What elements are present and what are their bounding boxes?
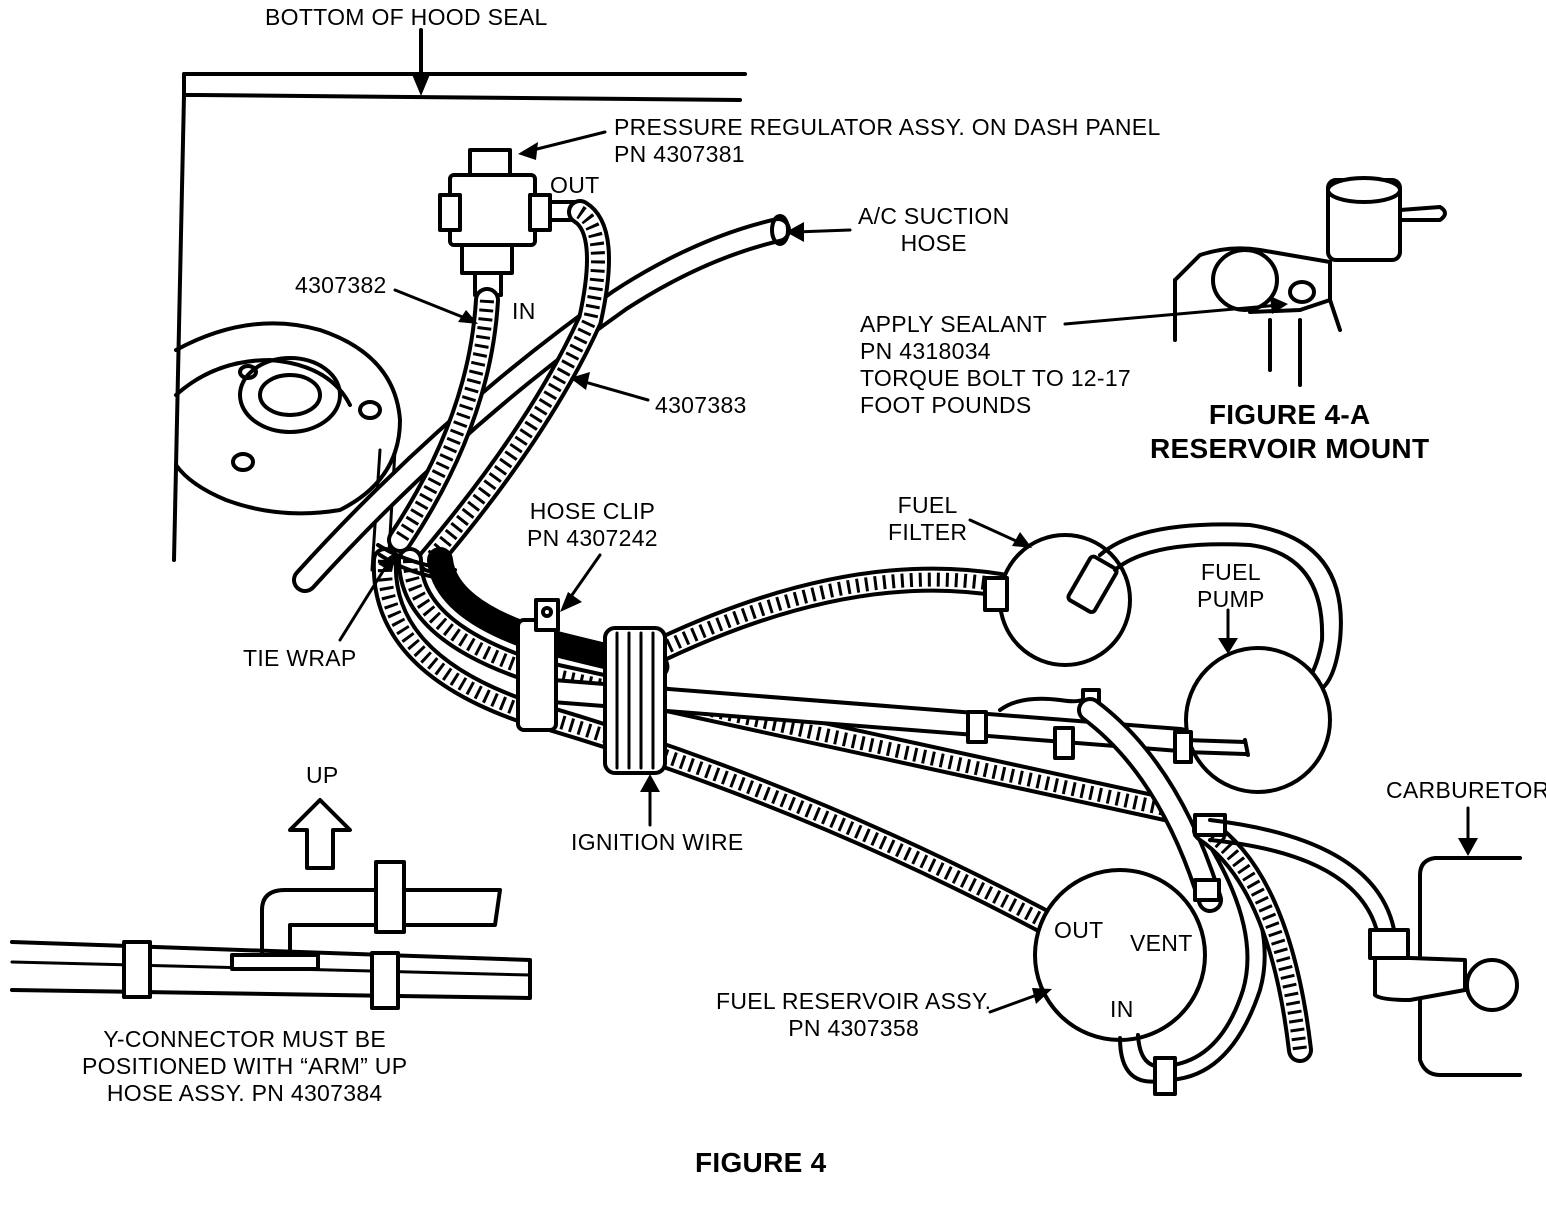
label-line: PUMP <box>1197 586 1265 612</box>
label-line: PRESSURE REGULATOR ASSY. ON DASH PANEL <box>614 114 1161 140</box>
regulator-hoses <box>387 199 611 573</box>
label-line: APPLY SEALANT <box>860 311 1048 337</box>
label-line: RESERVOIR MOUNT <box>1150 433 1430 464</box>
label-ignition-wire: IGNITION WIRE <box>571 829 744 855</box>
fuel-pump-drawing <box>1173 646 1332 794</box>
label-up: UP <box>306 762 339 788</box>
label-reservoir-vent: VENT <box>1130 930 1193 956</box>
label-line: FILTER <box>888 519 968 545</box>
label-line: A/C SUCTION <box>858 203 1010 229</box>
label-line: FUEL <box>897 492 958 518</box>
label-line: HOSE CLIP <box>529 498 656 524</box>
label-line: HOSE ASSY. PN 4307384 <box>106 1080 383 1106</box>
hood-panel <box>172 28 747 562</box>
label-fuel-reservoir: FUEL RESERVOIR ASSY. PN 4307358 <box>716 988 991 1042</box>
label-line: PN 4307242 <box>527 525 658 551</box>
leader-arrows <box>338 130 1478 1014</box>
reservoir-mount-drawing <box>1173 176 1447 387</box>
label-reservoir-out: OUT <box>1054 917 1104 943</box>
label-line: PN 4318034 <box>860 338 991 364</box>
label-y-connector-note: Y-CONNECTOR MUST BE POSITIONED WITH “ARM… <box>82 1026 407 1107</box>
label-figure-4: FIGURE 4 <box>695 1147 827 1178</box>
label-line: FUEL RESERVOIR ASSY. <box>716 988 992 1014</box>
label-line: HOSE <box>900 230 967 256</box>
label-reservoir-in: IN <box>1110 996 1134 1022</box>
y-connector-detail <box>10 798 532 1010</box>
label-line: Y-CONNECTOR MUST BE <box>103 1026 386 1052</box>
label-carburetor: CARBURETOR <box>1386 777 1546 803</box>
label-tie-wrap: TIE WRAP <box>243 645 357 671</box>
label-line: PN 4307358 <box>788 1015 920 1041</box>
label-apply-sealant: APPLY SEALANT PN 4318034 TORQUE BOLT TO … <box>860 311 1131 419</box>
label-part-4307383: 4307383 <box>655 392 747 418</box>
y-connector-inline <box>966 688 1223 913</box>
label-line: TORQUE BOLT TO 12-17 <box>860 365 1132 391</box>
ignition-grommet <box>603 626 667 775</box>
label-ac-suction-hose: A/C SUCTION HOSE <box>858 203 1010 257</box>
label-regulator-out: OUT <box>550 172 600 198</box>
label-line: FIGURE 4-A <box>1208 399 1371 430</box>
label-figure-4a: FIGURE 4-A RESERVOIR MOUNT <box>1150 398 1429 466</box>
label-regulator-in: IN <box>512 298 536 324</box>
carburetor-drawing <box>1208 818 1522 1077</box>
label-bottom-of-hood-seal: BOTTOM OF HOOD SEAL <box>265 4 548 30</box>
fuel-filter-drawing <box>983 522 1343 692</box>
hose-clip-drawing <box>516 598 560 732</box>
label-part-4307382: 4307382 <box>295 272 387 298</box>
fuel-reservoir-drawing <box>1033 813 1313 1096</box>
engine-flange <box>174 321 402 572</box>
label-fuel-filter: FUEL FILTER <box>888 492 967 546</box>
label-fuel-pump: FUEL PUMP <box>1197 559 1265 613</box>
label-line: POSITIONED WITH “ARM” UP <box>82 1053 408 1079</box>
label-hose-clip: HOSE CLIP PN 4307242 <box>527 498 658 552</box>
label-line: FOOT POUNDS <box>860 392 1032 418</box>
label-line: FUEL <box>1200 559 1261 585</box>
label-line: PN 4307381 <box>614 141 745 167</box>
label-pressure-regulator: PRESSURE REGULATOR ASSY. ON DASH PANEL P… <box>614 114 1161 168</box>
